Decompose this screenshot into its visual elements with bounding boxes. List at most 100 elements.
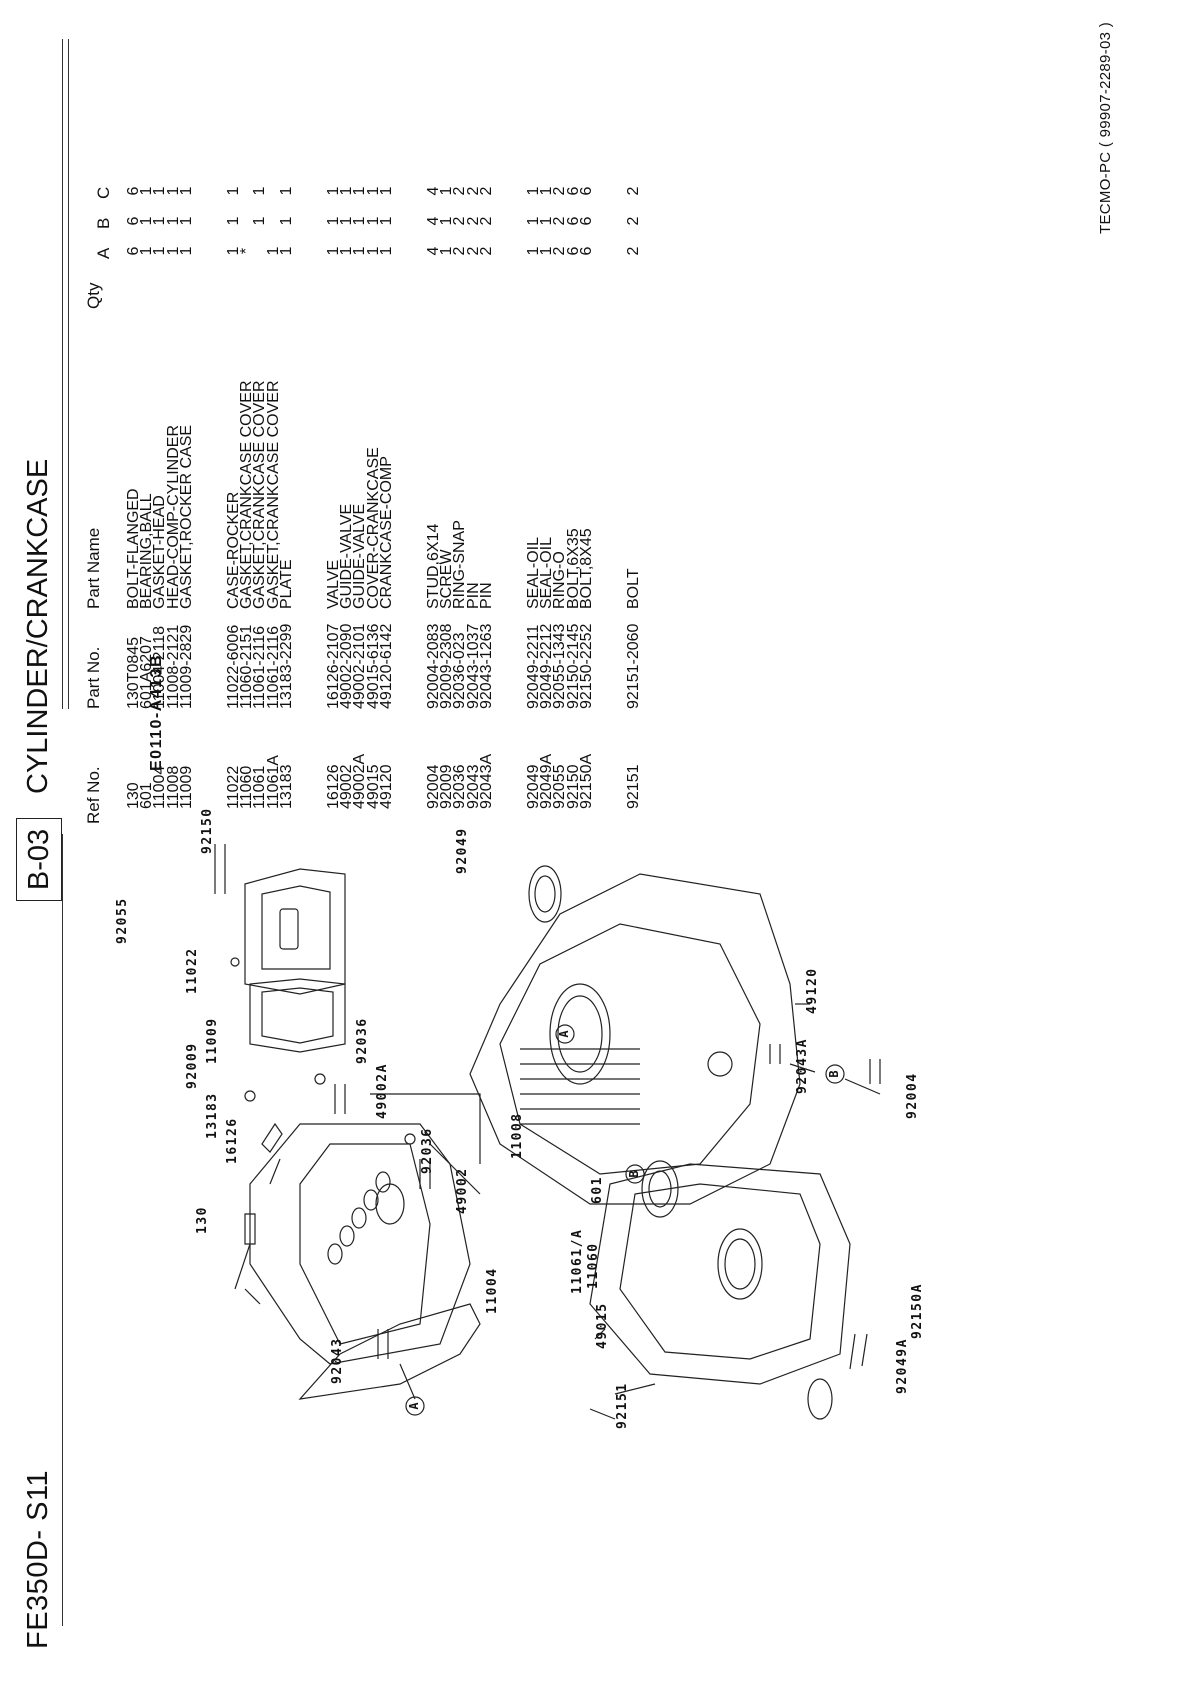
bolt-a <box>849 1333 868 1370</box>
callout-label: 11008 <box>510 1112 525 1159</box>
stud <box>869 1059 881 1084</box>
section-title: CYLINDER/CRANKCASE <box>22 458 54 794</box>
callout-label: 92150 <box>200 807 215 854</box>
cover-bore <box>717 1228 763 1300</box>
cylinder-bore <box>549 983 611 1085</box>
ref-no-cell: 130 601 11004 11008 11009 <box>125 765 195 809</box>
leader-line <box>244 1288 261 1305</box>
plate <box>261 1122 283 1153</box>
cylinder-bore-inner <box>557 995 603 1073</box>
ball-bearing <box>641 1160 679 1218</box>
col-header-qty: Qty <box>84 282 103 309</box>
crankcase-outline <box>469 873 801 1205</box>
part-no-cell: 16126-2107 49002-2090 49002-2101 49015-6… <box>325 623 395 709</box>
qty-value: 1 <box>177 216 195 226</box>
col-header-part-no: Part No. <box>84 646 103 709</box>
callout-label: 92036 <box>420 1127 435 1174</box>
qty-value: 6 <box>577 246 595 256</box>
ref-no-cell: 92004 92009 92036 92043 92043A <box>425 753 495 809</box>
ref-no-cell: 92049 92049A 92055 92150 92150A <box>525 753 595 809</box>
col-header-ref-no: Ref No. <box>84 766 103 824</box>
qty-value: 6 <box>577 186 595 196</box>
part-no-cell: 92049-2211 92049-2212 92055-1343 92150-2… <box>525 623 595 709</box>
callout-label: 49015 <box>595 1302 610 1349</box>
qty-value: 1 <box>377 186 395 196</box>
rocker-gasket-outline <box>249 978 346 1053</box>
callout-circle <box>825 1064 845 1084</box>
qty-value: 2 <box>625 216 642 226</box>
callout-label: 13183 <box>205 1092 220 1139</box>
crankcase-cover-outline <box>589 1163 851 1385</box>
qty-value: 6 <box>577 216 595 226</box>
qty-value: 1 <box>251 216 269 226</box>
col-header-part-name: Part Name <box>84 527 103 609</box>
callout-label: 11060 <box>586 1242 601 1289</box>
rocker-gasket-inner <box>261 987 334 1044</box>
callout-label: 92151 <box>615 1382 630 1429</box>
callout-label: 92150A <box>910 1283 925 1339</box>
qty-value: 2 <box>477 216 495 226</box>
valve-stem <box>269 1158 281 1185</box>
valve-guide-a <box>334 1084 346 1114</box>
ref-no-cell: 16126 49002 49002A 49015 49120 <box>325 753 395 809</box>
callout-label: 92055 <box>115 897 130 944</box>
qty-value: 1 <box>251 186 269 196</box>
part-no-cell: 92004-2083 92009-2308 92036-023 92043-10… <box>425 623 495 709</box>
leader-line <box>399 1363 416 1400</box>
qty-value: 1 <box>225 186 242 196</box>
qty-c-column: 2 <box>625 183 642 199</box>
dowel-pin <box>377 1329 389 1359</box>
snap-ring <box>404 1133 416 1145</box>
combustion-chamber <box>375 1183 405 1225</box>
leader-line <box>844 1078 881 1095</box>
document-code: TECMO-PC ( 99907-2289-03 ) <box>1097 21 1114 234</box>
crankcase-inner <box>499 923 761 1175</box>
part-name-cell: CASE-ROCKER GASKET,CRANKCASE COVER GASKE… <box>225 380 295 610</box>
callout-label: 16126 <box>225 1117 240 1164</box>
o-ring <box>230 957 240 967</box>
head-bolt <box>244 1213 256 1245</box>
qty-value: 2 <box>477 246 495 256</box>
callout-circle <box>555 1024 575 1044</box>
qty-value: 2 <box>625 246 642 256</box>
leader-line <box>789 1063 816 1073</box>
part-no-cell: 130T0845 601A6207 11004-2118 11008-2121 … <box>125 624 195 709</box>
part-name-cell: SEAL-OIL SEAL-OIL RING-O BOLT,6X35 BOLT,… <box>525 528 595 609</box>
qty-value: 1 <box>225 216 242 226</box>
qty-a-column: 2 <box>625 243 642 259</box>
qty-value: 1 <box>277 246 295 256</box>
head-boss <box>375 1171 391 1193</box>
callout-label: 11009 <box>205 1017 220 1064</box>
valve-guide <box>419 1159 431 1189</box>
header-rule-right <box>62 39 63 709</box>
callout-label: 92049 <box>455 827 470 874</box>
callout-label: 49002A <box>375 1063 390 1119</box>
oil-seal-a <box>807 1378 833 1420</box>
callout-circle-label: B <box>827 1070 841 1078</box>
callout-label: 11061/A <box>570 1228 585 1294</box>
cylinder-head-inner <box>299 1143 431 1345</box>
head-boss <box>339 1225 355 1247</box>
exploded-parts-diagram <box>214 844 881 1420</box>
part-name-cell: VALVE GUIDE-VALVE GUIDE-VALVE COVER-CRAN… <box>325 447 395 609</box>
callout-label: 92004 <box>905 1072 920 1119</box>
crankcase-cover-inner <box>619 1183 821 1360</box>
ref-no-cell: 11022 11060 11061 11061A 13183 <box>225 755 295 809</box>
snap-ring <box>314 1073 326 1085</box>
cover-bolt <box>214 844 226 894</box>
oil-seal <box>528 865 562 923</box>
callout-label: 11004 <box>485 1267 500 1314</box>
qty-value: 1 <box>177 246 195 256</box>
